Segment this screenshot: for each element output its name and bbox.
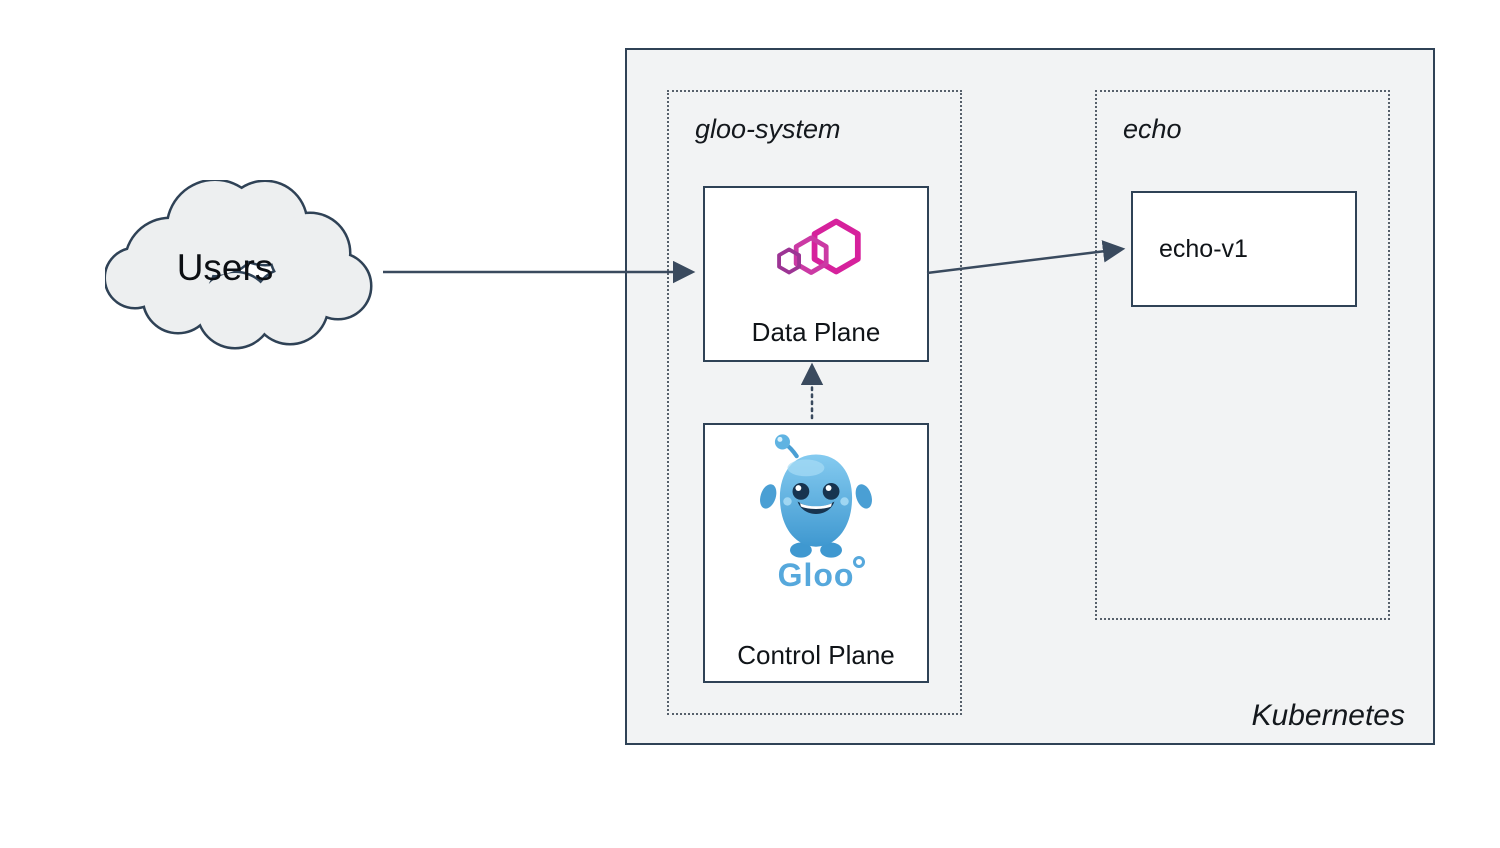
data-plane-label: Data Plane — [751, 317, 881, 347]
gloo-mascot-icon — [757, 431, 875, 561]
namespace-gloo-system: gloo-system Data Plane — [667, 90, 962, 715]
namespace-echo: echo echo-v1 — [1095, 90, 1390, 620]
gloo-wordmark-bubble-icon — [853, 556, 866, 568]
echo-v1-node: echo-v1 — [1131, 191, 1357, 307]
users-cloud: Users — [105, 180, 395, 355]
users-label: Users — [176, 246, 274, 288]
data-plane-node: Data Plane — [703, 186, 929, 362]
kubernetes-label: Kubernetes — [1251, 699, 1405, 732]
users-cloud-icon — [105, 180, 373, 350]
namespace-echo-label: echo — [1123, 114, 1182, 144]
kubernetes-cluster-box: Kubernetes gloo-system Data Plane — [625, 48, 1435, 745]
control-plane-node: Gloo Control Plane — [703, 423, 929, 683]
namespace-gloo-system-label: gloo-system — [695, 114, 841, 144]
echo-v1-label: echo-v1 — [1159, 234, 1248, 263]
control-plane-label: Control Plane — [737, 640, 895, 670]
gloo-wordmark-text: Gloo — [777, 557, 855, 593]
gloo-edge-hexagons-icon — [763, 210, 869, 290]
gloo-wordmark: Gloo — [777, 556, 866, 594]
